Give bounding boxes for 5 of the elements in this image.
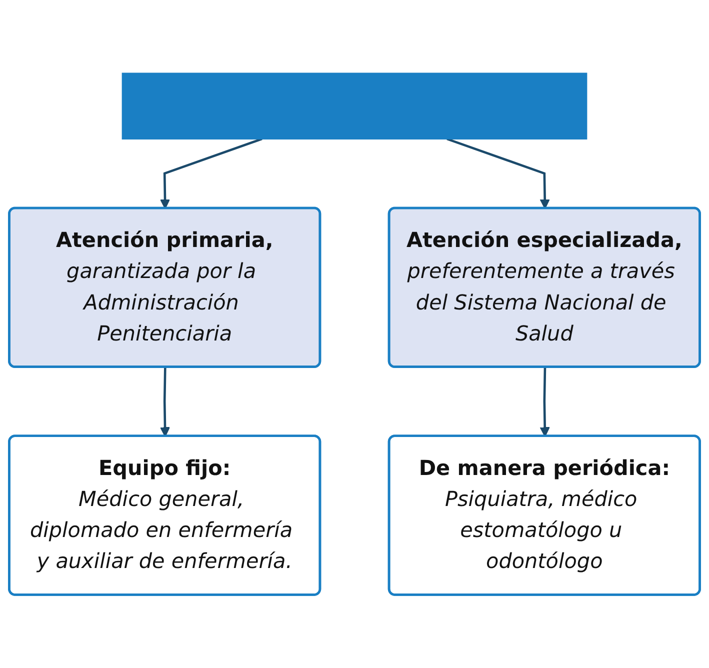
arrow bbox=[160, 138, 262, 209]
arrow bbox=[540, 367, 550, 437]
arrow bbox=[160, 367, 170, 437]
node-bar bbox=[122, 72, 588, 140]
arrow bbox=[446, 138, 550, 209]
